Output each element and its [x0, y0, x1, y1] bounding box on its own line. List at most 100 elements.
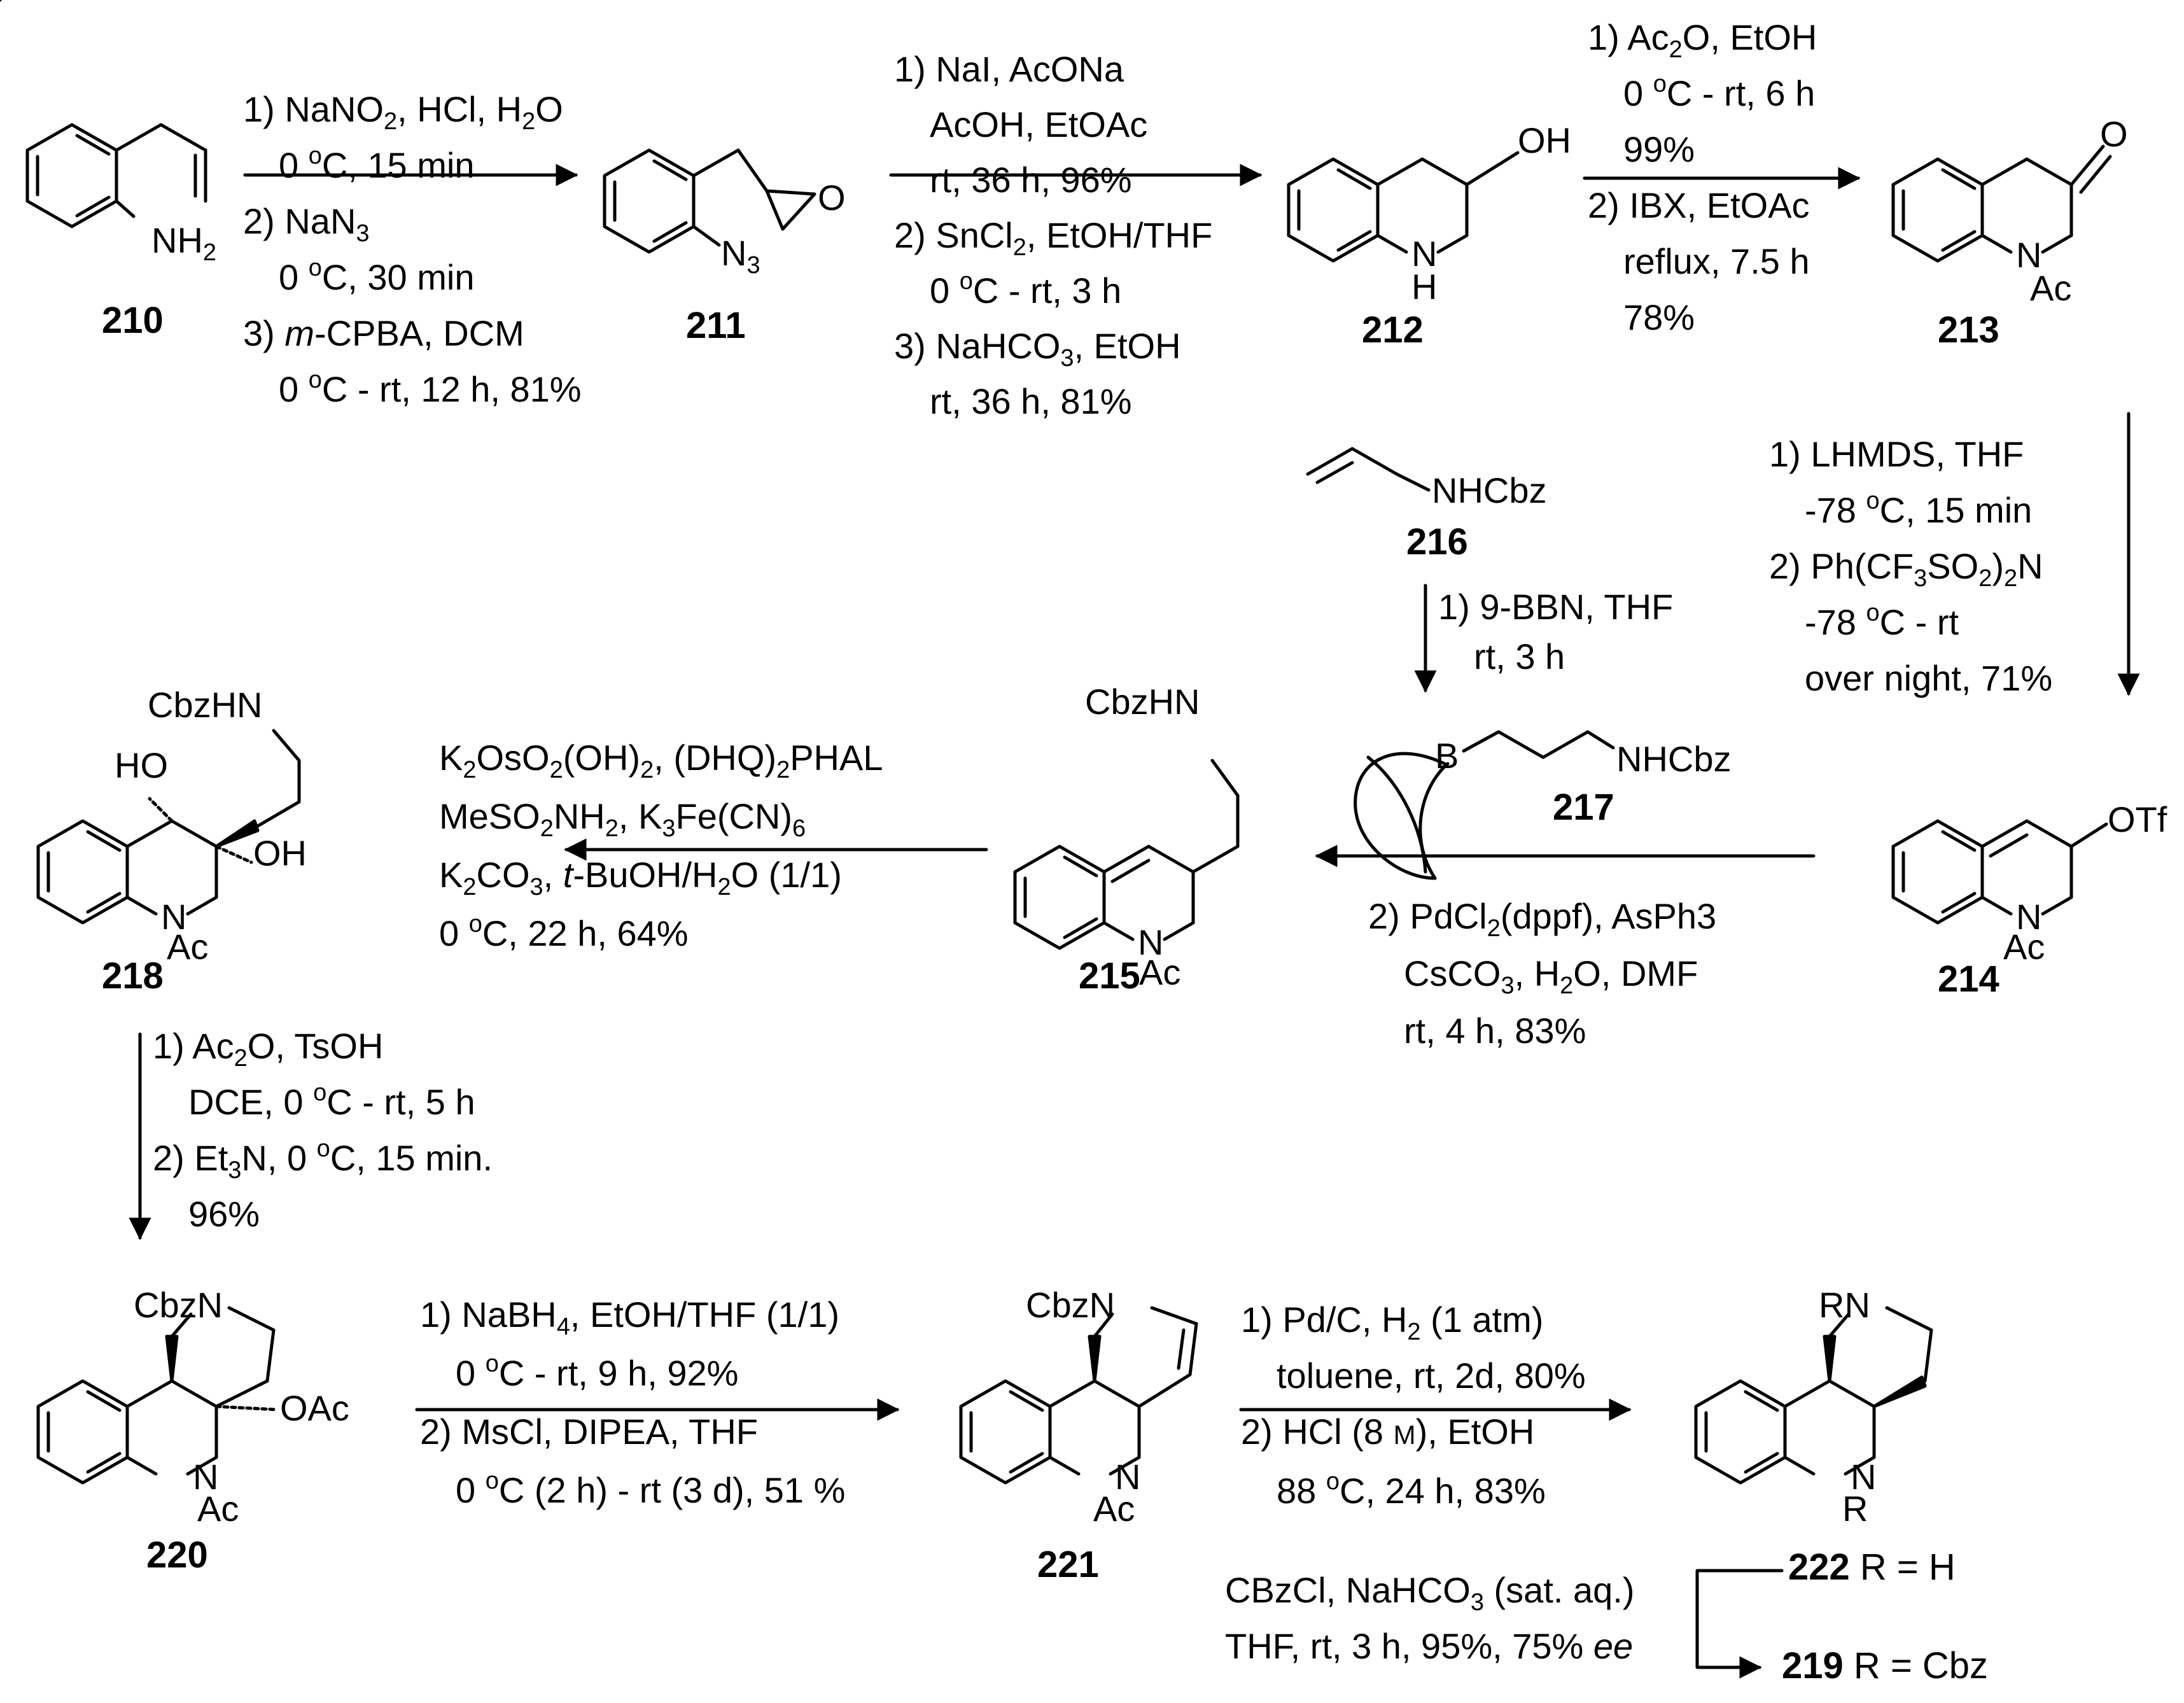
condition-line: toluene, rt, 2d, 80% [1277, 1356, 1586, 1396]
condition-line: rt, 3 h [1474, 636, 1565, 676]
conditions-step-10: 1) Pd/C, H2 (1 atm) toluene, rt, 2d, 80% 2… [1241, 1292, 1586, 1519]
condition-line: 2) SnCl2, EtOH/THF [894, 215, 1213, 261]
structure-220 [36, 1306, 279, 1485]
atom-label-epoxide-o: O [818, 178, 846, 218]
condition-line: 78% [1623, 297, 1695, 337]
structure-221 [959, 1306, 1198, 1485]
structure-218 [36, 729, 301, 925]
condition-line: 1) LHMDS, THF [1769, 434, 2024, 474]
condition-line: 3) NaHCO3, EtOH [894, 326, 1181, 372]
compound-212: 212 [1362, 309, 1424, 351]
structure-215 [1013, 759, 1240, 950]
atom-label-cbzhn-218: CbzHN [148, 685, 263, 725]
condition-line: CBzCl, NaHCO3 (sat. aq.) [1225, 1570, 1635, 1616]
condition-line: 2) Ph(CF3SO2)2N [1769, 546, 2043, 592]
condition-line: 2) NaN3 [243, 201, 370, 247]
structure-210 [0, 0, 207, 228]
atom-label-nh-h: H [1411, 267, 1438, 307]
condition-line: 0 oC, 15 min [279, 143, 475, 185]
compound-216: 216 [1406, 521, 1468, 563]
atom-label-b: B [1435, 736, 1459, 776]
condition-line: 1) NaBH4, EtOH/THF (1/1) [420, 1294, 840, 1340]
atom-label-ac-213: Ac [2030, 268, 2072, 308]
condition-line: 1) Ac2O, TsOH [153, 1026, 384, 1072]
condition-line: 1) NaI, AcONa [894, 49, 1124, 89]
compound-211: 211 [686, 305, 746, 346]
condition-line: rt, 36 h, 96% [930, 160, 1132, 200]
condition-line: 0 oC, 30 min [279, 255, 475, 297]
condition-line: 1) NaNO2, HCl, H2O [243, 89, 563, 135]
condition-line: 96% [188, 1194, 260, 1234]
condition-line: 2) Et3N, 0 oC, 15 min. [153, 1135, 493, 1184]
atom-label-n-214: N [2016, 897, 2042, 937]
condition-line: 88 oC, 24 h, 83% [1277, 1468, 1546, 1511]
condition-line: 2) HCl (8 M), EtOH [1241, 1412, 1535, 1452]
atom-label-n3: N3 [721, 233, 760, 279]
compound-215: 215 [1079, 955, 1140, 997]
atom-label-ho-218: HO [115, 745, 168, 785]
structure-222-219 [1694, 1306, 1933, 1485]
condition-line: 0 oC - rt, 12 h, 81% [279, 367, 582, 409]
condition-line: CsCO3, H2O, DMF [1404, 953, 1698, 999]
condition-line: K2CO3, t-BuOH/H2O (1/1) [439, 855, 842, 901]
condition-line: 1) 9-BBN, THF [1438, 587, 1674, 627]
condition-line: 1) Ac2O, EtOH [1588, 17, 1817, 63]
atom-label-ac-220: Ac [197, 1489, 239, 1529]
atom-label-n-213: N [2016, 235, 2042, 275]
condition-line: 3) m-CPBA, DCM [243, 313, 524, 353]
atom-label-ac-218: Ac [167, 927, 209, 967]
condition-line: MeSO2NH2, K3Fe(CN)6 [439, 796, 806, 842]
conditions-step-3: 1) Ac2O, EtOH 0 oC - rt, 6 h 99% 2) IBX, Et… [1588, 10, 1817, 346]
conditions-step-8: 1) Ac2O, TsOH DCE, 0 oC - rt, 5 h 2) Et3N,… [153, 1018, 493, 1242]
atom-label-rn: RN [1819, 1285, 1870, 1325]
atom-label-nhcbz-216: NHCbz [1432, 470, 1547, 510]
atom-label-cbzhn-215: CbzHN [1085, 682, 1200, 722]
condition-line: 2) MsCl, DIPEA, THF [420, 1412, 759, 1452]
compound-218: 218 [102, 955, 164, 997]
condition-line: 1) Pd/C, H2 (1 atm) [1241, 1300, 1544, 1345]
condition-line: 99% [1623, 129, 1695, 169]
structure-216 [1306, 447, 1431, 492]
structure-214 [1891, 819, 2108, 925]
compound-220: 220 [146, 1534, 208, 1576]
atom-label-oh-218: OH [253, 833, 307, 873]
atom-label-oac-220: OAc [280, 1388, 349, 1428]
atom-label-otf: OTf [2108, 799, 2167, 839]
conditions-step-9: 1) NaBH4, EtOH/THF (1/1) 0 oC - rt, 9 h, … [420, 1286, 845, 1520]
conditions-step-7: K2OsO2(OH)2, (DHQ)2PHAL MeSO2NH2, K3Fe(CN… [439, 729, 883, 963]
condition-line: -78 oC - rt [1805, 599, 1959, 642]
condition-line: reflux, 7.5 h [1623, 241, 1810, 281]
condition-line: 0 oC - rt, 9 h, 92% [456, 1350, 739, 1393]
atom-label-n-220: N [193, 1457, 219, 1497]
condition-line: K2OsO2(OH)2, (DHQ)2PHAL [439, 738, 883, 783]
condition-line: over night, 71% [1805, 658, 2053, 698]
condition-line: 2) PdCl2(dppf), AsPh3 [1368, 896, 1717, 942]
condition-line: DCE, 0 oC - rt, 5 h [188, 1079, 475, 1122]
compound-217: 217 [1553, 787, 1614, 828]
compound-210: 210 [102, 300, 164, 341]
atom-label-cbzn-220: CbzN [134, 1285, 223, 1325]
atom-label-ac-214: Ac [2003, 927, 2045, 967]
atom-label-n-221: N [1115, 1457, 1141, 1497]
atom-label-nh2: NH2 [151, 220, 217, 266]
atom-label-ac-215: Ac [1139, 952, 1181, 992]
atom-label-r-222: R [1842, 1489, 1868, 1529]
arrow-222-219 [1695, 1569, 1784, 1679]
atom-label-cbzn-221: CbzN [1026, 1285, 1116, 1325]
compound-214: 214 [1938, 958, 1999, 1000]
conditions-step-1: 1) NaNO2, HCl, H2O 0 oC, 15 min 2) NaN3 0 o… [243, 81, 582, 417]
compound-219-caption: 219 R = Cbz [1782, 1645, 1989, 1686]
condition-line: 0 oC - rt, 6 h [1623, 71, 1816, 113]
structure-212 [1287, 151, 1520, 263]
atom-label-ac-221: Ac [1093, 1489, 1135, 1529]
compound-221: 221 [1037, 1544, 1099, 1585]
reaction-arrows [129, 164, 2140, 1421]
atom-label-n-222: N [1851, 1457, 1877, 1497]
atom-label-n-215: N [1138, 922, 1164, 962]
structure-211 [603, 148, 816, 254]
condition-line: 2) IBX, EtOAc [1588, 185, 1810, 225]
